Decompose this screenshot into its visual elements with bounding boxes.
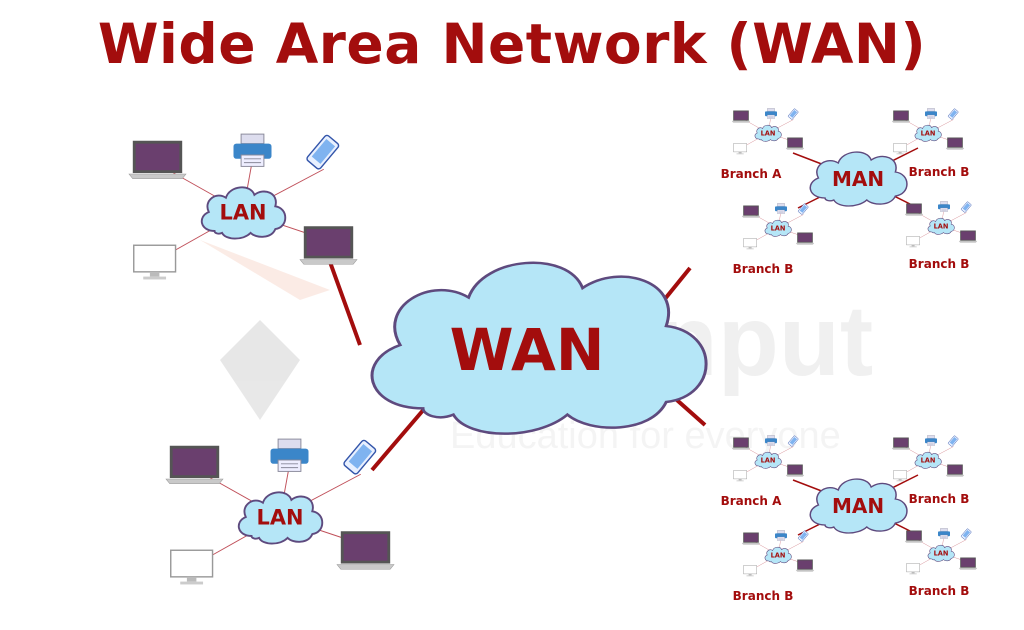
- laptop-icon: [958, 557, 978, 570]
- laptop-icon: [731, 110, 751, 123]
- branch-lan: LAN: [891, 108, 965, 155]
- monitor-icon: [743, 238, 757, 250]
- lan-label: LAN: [921, 456, 936, 464]
- monitor-icon: [906, 236, 920, 248]
- branch-lan: LAN: [731, 435, 805, 482]
- laptop-icon: [891, 437, 911, 450]
- monitor-icon: [170, 549, 214, 586]
- laptop-icon: [945, 464, 965, 477]
- branch-label: Branch B: [733, 589, 794, 603]
- lan-label: LAN: [921, 129, 936, 137]
- wan-label: WAN: [450, 316, 605, 384]
- printer-icon: [764, 108, 778, 119]
- laptop-icon: [891, 110, 911, 123]
- lan-cluster-top: LAN: [128, 133, 358, 281]
- monitor-icon: [893, 143, 907, 155]
- printer-icon: [924, 108, 938, 119]
- monitor-icon: [893, 470, 907, 482]
- man-cluster: LAN LAN LAN LAN MAN Branch A Branch B Branch B B…: [721, 435, 978, 603]
- lan-label: LAN: [934, 222, 949, 230]
- branch-lan: LAN: [904, 201, 978, 248]
- lan-wan-link: [328, 261, 362, 346]
- printer-icon: [774, 530, 788, 541]
- lan-cluster-bottom: LAN: [165, 438, 395, 586]
- branch-label: Branch A: [721, 167, 783, 181]
- laptop-icon: [165, 445, 224, 485]
- branch-label: Branch B: [909, 584, 970, 598]
- man-label: MAN: [832, 167, 884, 191]
- monitor-icon: [906, 563, 920, 575]
- man-label: MAN: [832, 494, 884, 518]
- printer-icon: [924, 435, 938, 446]
- lan-label: LAN: [771, 551, 786, 559]
- printer-icon: [774, 203, 788, 214]
- phone-icon: [960, 528, 972, 540]
- watermark-pen-icon: [220, 320, 300, 420]
- laptop-icon: [128, 140, 187, 180]
- page-title: Wide Area Network (WAN): [97, 12, 927, 76]
- lan-label: LAN: [257, 506, 304, 530]
- monitor-icon: [733, 470, 747, 482]
- printer-icon: [233, 133, 272, 167]
- phone-icon: [960, 201, 972, 213]
- watermark-logo-icon: [200, 240, 330, 300]
- laptop-icon: [795, 559, 815, 572]
- lan-label: LAN: [761, 456, 776, 464]
- phone-icon: [787, 108, 799, 120]
- phone-icon: [797, 530, 809, 542]
- printer-icon: [937, 528, 951, 539]
- branch-label: Branch B: [909, 165, 970, 179]
- lan-wan-link: [370, 406, 427, 472]
- phone-icon: [947, 435, 959, 447]
- monitor-icon: [733, 143, 747, 155]
- laptop-icon: [299, 225, 358, 265]
- branch-label: Branch B: [909, 257, 970, 271]
- branch-lan: LAN: [741, 530, 815, 577]
- monitor-icon: [743, 565, 757, 577]
- phone-icon: [797, 203, 809, 215]
- branch-lan: LAN: [891, 435, 965, 482]
- phone-icon: [947, 108, 959, 120]
- laptop-icon: [741, 532, 761, 545]
- laptop-icon: [795, 232, 815, 245]
- branch-label: Branch B: [733, 262, 794, 276]
- branch-lan: LAN: [741, 203, 815, 250]
- lan-label: LAN: [934, 549, 949, 557]
- laptop-icon: [741, 205, 761, 218]
- branch-label: Branch A: [721, 494, 783, 508]
- lan-label: LAN: [771, 224, 786, 232]
- laptop-icon: [785, 464, 805, 477]
- lan-label: LAN: [220, 201, 267, 225]
- laptop-icon: [945, 137, 965, 150]
- printer-icon: [270, 438, 309, 472]
- laptop-icon: [904, 530, 924, 543]
- printer-icon: [937, 201, 951, 212]
- branch-lan: LAN: [731, 108, 805, 155]
- laptop-icon: [785, 137, 805, 150]
- laptop-icon: [904, 203, 924, 216]
- laptop-icon: [958, 230, 978, 243]
- phone-icon: [305, 133, 341, 171]
- monitor-icon: [133, 244, 177, 281]
- branch-lan: LAN: [904, 528, 978, 575]
- laptop-icon: [336, 530, 395, 570]
- branch-label: Branch B: [909, 492, 970, 506]
- lan-label: LAN: [761, 129, 776, 137]
- man-cluster: LAN LAN LAN LAN MAN Branch A Branch B Branch B B…: [721, 108, 978, 276]
